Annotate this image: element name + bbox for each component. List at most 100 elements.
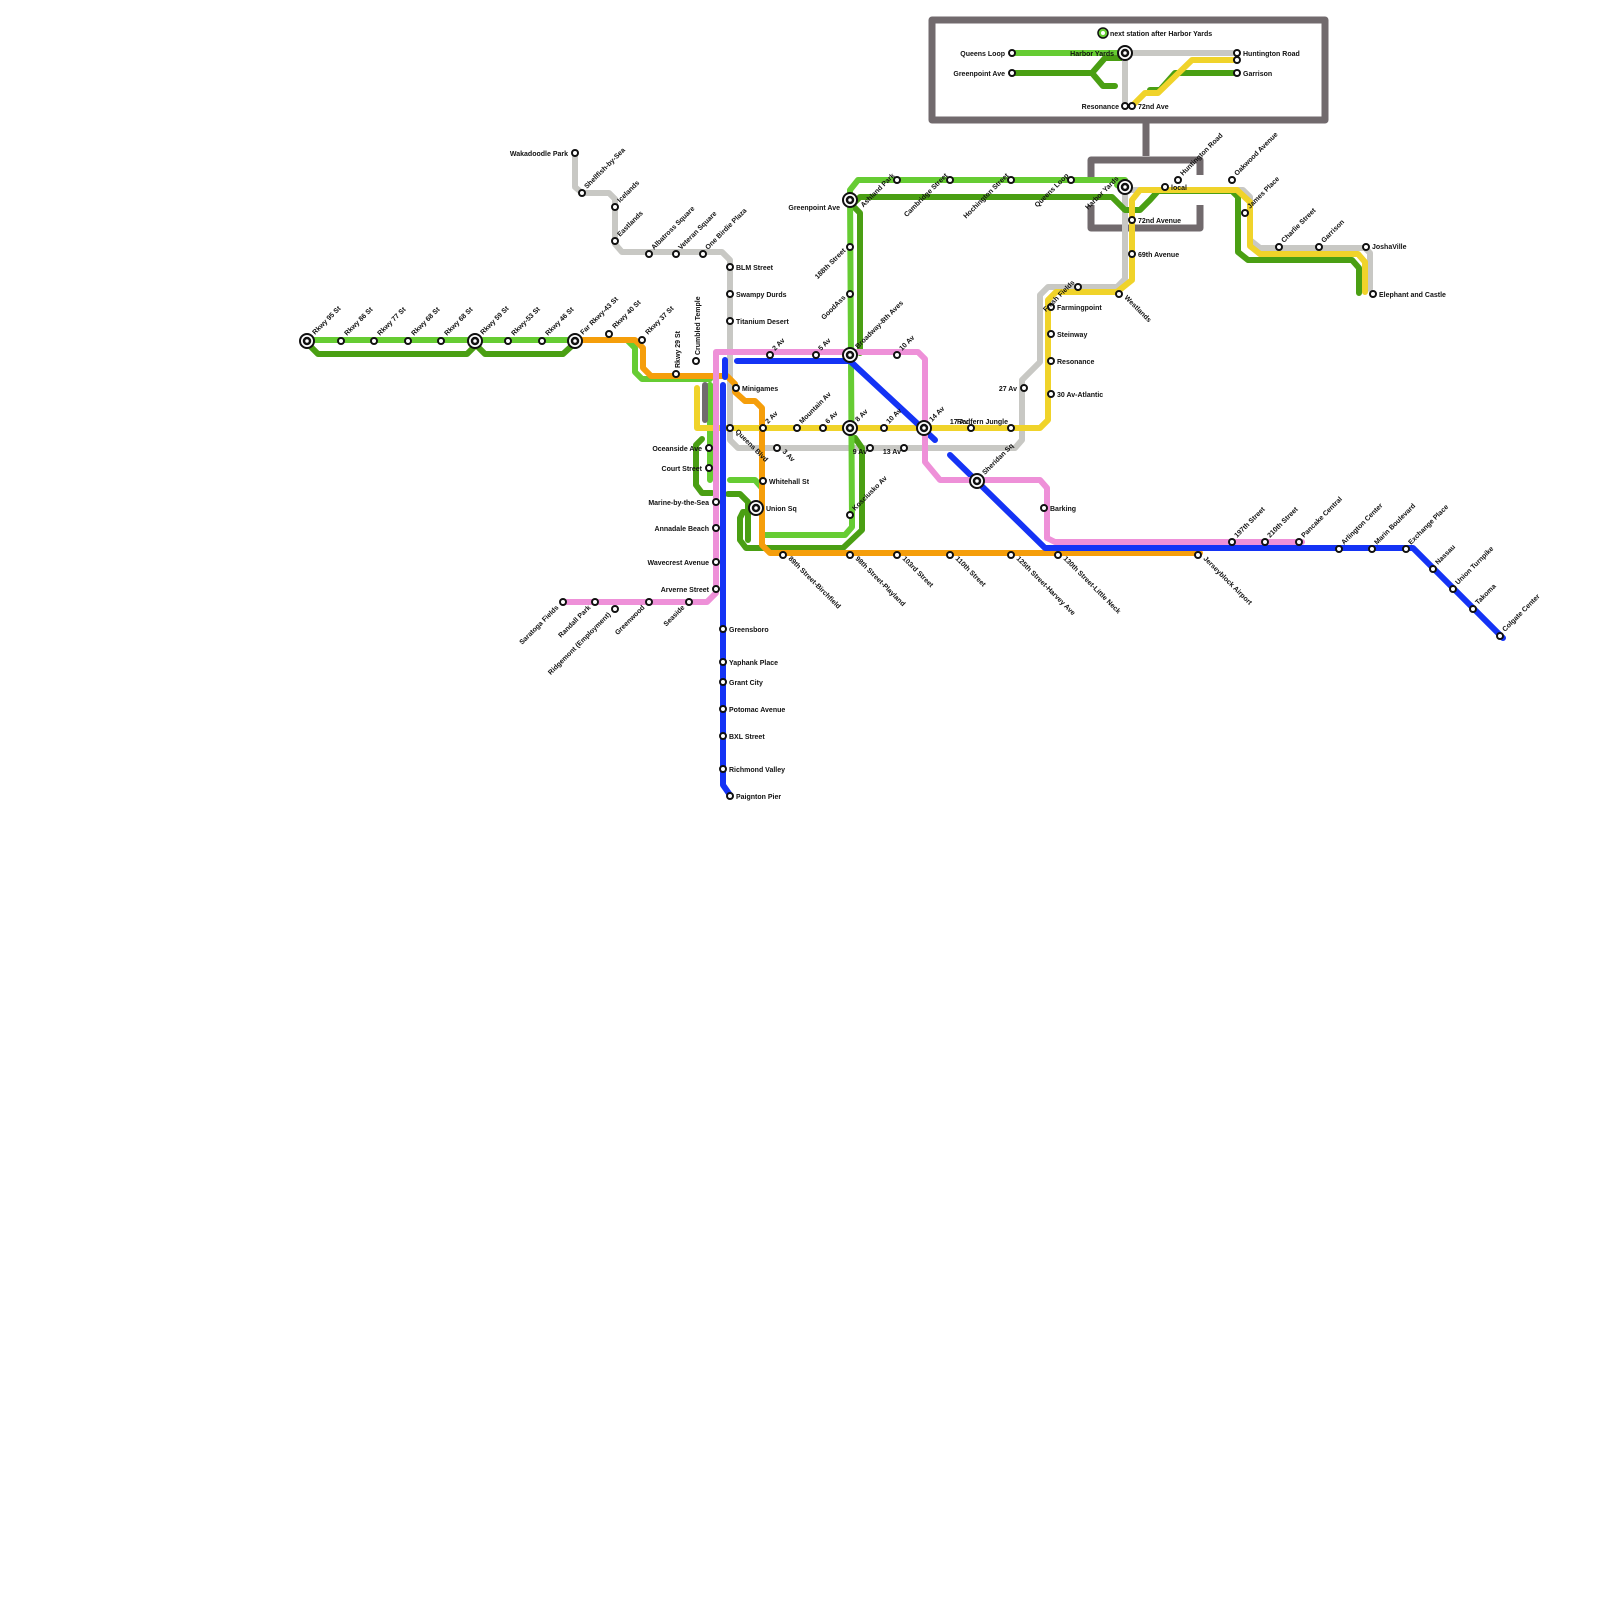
inset-station-greenpoint-ave[interactable] xyxy=(1009,70,1015,76)
station-exchange-place[interactable] xyxy=(1403,546,1409,552)
station-jerseyblock-airport[interactable] xyxy=(1195,552,1201,558)
station-wakadoodle-park[interactable] xyxy=(572,150,578,156)
station-mountain-av[interactable] xyxy=(794,425,800,431)
station-one-birdie-plaza[interactable] xyxy=(700,251,706,257)
station-marin-boulevard[interactable] xyxy=(1369,546,1375,552)
station-greensboro[interactable] xyxy=(720,626,726,632)
station-resonance[interactable] xyxy=(1048,358,1054,364)
station-seaside[interactable] xyxy=(686,599,692,605)
station-james-place[interactable] xyxy=(1242,210,1248,216)
station-takoma[interactable] xyxy=(1470,606,1476,612)
station-av-10-top[interactable] xyxy=(894,352,900,358)
station-bxl-street[interactable] xyxy=(720,733,726,739)
station-garrison[interactable] xyxy=(1316,244,1322,250)
station-av-9[interactable] xyxy=(867,445,873,451)
station-shellfish-by-sea[interactable] xyxy=(579,190,585,196)
station-av-27[interactable] xyxy=(1021,385,1027,391)
station-av-13[interactable] xyxy=(901,445,907,451)
inset-station-resonance[interactable] xyxy=(1122,103,1128,109)
station-rkwy-29-label: Rkwy 29 St xyxy=(675,330,682,368)
station-redfern-jungle[interactable] xyxy=(1008,425,1014,431)
station-potomac-avenue[interactable] xyxy=(720,706,726,712)
station-elephant-castle[interactable] xyxy=(1370,291,1376,297)
station-nassau[interactable] xyxy=(1430,566,1436,572)
station-union-turnpike[interactable] xyxy=(1450,586,1456,592)
station-rkwy-77[interactable] xyxy=(371,338,377,344)
station-rkwy-37[interactable] xyxy=(639,337,645,343)
station-swampy-durds[interactable] xyxy=(727,291,733,297)
station-arverne-street[interactable] xyxy=(713,586,719,592)
station-queens-blvd[interactable] xyxy=(727,425,733,431)
station-st-125-harvey[interactable] xyxy=(1008,552,1014,558)
station-st-98-playland[interactable] xyxy=(847,552,853,558)
station-st-89-birchfield[interactable] xyxy=(780,552,786,558)
station-rkwy-40[interactable] xyxy=(606,331,612,337)
station-westlands[interactable] xyxy=(1116,291,1122,297)
station-joshaville[interactable] xyxy=(1363,244,1369,250)
station-rkwy-68[interactable] xyxy=(405,338,411,344)
station-pancake-central[interactable] xyxy=(1296,539,1302,545)
station-barking[interactable] xyxy=(1041,505,1047,511)
station-goodass[interactable] xyxy=(847,291,853,297)
station-av-2[interactable] xyxy=(760,425,766,431)
station-icelands[interactable] xyxy=(612,204,618,210)
station-kosciusko-av[interactable] xyxy=(847,512,853,518)
station-veteran-square[interactable] xyxy=(673,251,679,257)
station-av-8-hub-core xyxy=(847,425,853,431)
station-whitehall-st[interactable] xyxy=(760,478,766,484)
station-st-197[interactable] xyxy=(1229,539,1235,545)
station-av-69[interactable] xyxy=(1129,251,1135,257)
inset-label-greenpoint-ave: Greenpoint Ave xyxy=(953,71,1005,78)
station-av-6[interactable] xyxy=(820,425,826,431)
station-ridgemont[interactable] xyxy=(612,606,618,612)
station-oceanside-ave[interactable] xyxy=(706,445,712,451)
station-av-30-atlantic[interactable] xyxy=(1048,391,1054,397)
inset-station-huntington-road[interactable] xyxy=(1234,50,1240,56)
station-st-210[interactable] xyxy=(1262,539,1268,545)
station-court-street[interactable] xyxy=(706,465,712,471)
station-oakwood-avenue[interactable] xyxy=(1229,177,1235,183)
station-albatross-square[interactable] xyxy=(646,251,652,257)
station-st-103[interactable] xyxy=(894,552,900,558)
station-rkwy-46[interactable] xyxy=(539,338,545,344)
station-av-10[interactable] xyxy=(881,425,887,431)
inset-station-72nd-ave[interactable] xyxy=(1129,103,1135,109)
station-eastlands[interactable] xyxy=(612,238,618,244)
station-greenwood[interactable] xyxy=(646,599,652,605)
inset-station-queens-loop[interactable] xyxy=(1009,50,1015,56)
station-local[interactable] xyxy=(1162,184,1168,190)
station-av-2-top[interactable] xyxy=(767,352,773,358)
station-wavecrest-avenue-label: Wavecrest Avenue xyxy=(648,560,710,567)
inset-station-garrison[interactable] xyxy=(1234,70,1240,76)
station-crumbled-temple[interactable] xyxy=(693,358,699,364)
station-st-130-little-neck[interactable] xyxy=(1055,552,1061,558)
station-st-188[interactable] xyxy=(847,244,853,250)
station-rkwy-29[interactable] xyxy=(673,371,679,377)
station-richmond-valley[interactable] xyxy=(720,766,726,772)
station-charlie-street-label: Charlie Street xyxy=(1280,207,1318,245)
station-marine-by-sea[interactable] xyxy=(713,499,719,505)
station-av-5[interactable] xyxy=(813,352,819,358)
station-minigames[interactable] xyxy=(733,385,739,391)
station-saratoga-fields[interactable] xyxy=(560,599,566,605)
station-rkwy-68b[interactable] xyxy=(438,338,444,344)
station-arlington-center[interactable] xyxy=(1336,546,1342,552)
station-yaphank-place[interactable] xyxy=(720,659,726,665)
station-st-110[interactable] xyxy=(947,552,953,558)
station-paignton-pier[interactable] xyxy=(727,793,733,799)
station-wavecrest-avenue[interactable] xyxy=(713,559,719,565)
station-annadale-beach[interactable] xyxy=(713,525,719,531)
station-steinway[interactable] xyxy=(1048,331,1054,337)
station-charlie-street[interactable] xyxy=(1276,244,1282,250)
station-rkwy-86[interactable] xyxy=(338,338,344,344)
station-rkwy-53[interactable] xyxy=(505,338,511,344)
station-av-3[interactable] xyxy=(774,445,780,451)
station-titanium-desert[interactable] xyxy=(727,318,733,324)
station-av-72[interactable] xyxy=(1129,217,1135,223)
station-huntington-road[interactable] xyxy=(1175,177,1181,183)
station-goodass-label: GoodAss xyxy=(820,294,847,321)
station-grant-city[interactable] xyxy=(720,679,726,685)
station-blm-street[interactable] xyxy=(727,264,733,270)
station-colgate-center[interactable] xyxy=(1497,633,1503,639)
station-randall-park[interactable] xyxy=(592,599,598,605)
